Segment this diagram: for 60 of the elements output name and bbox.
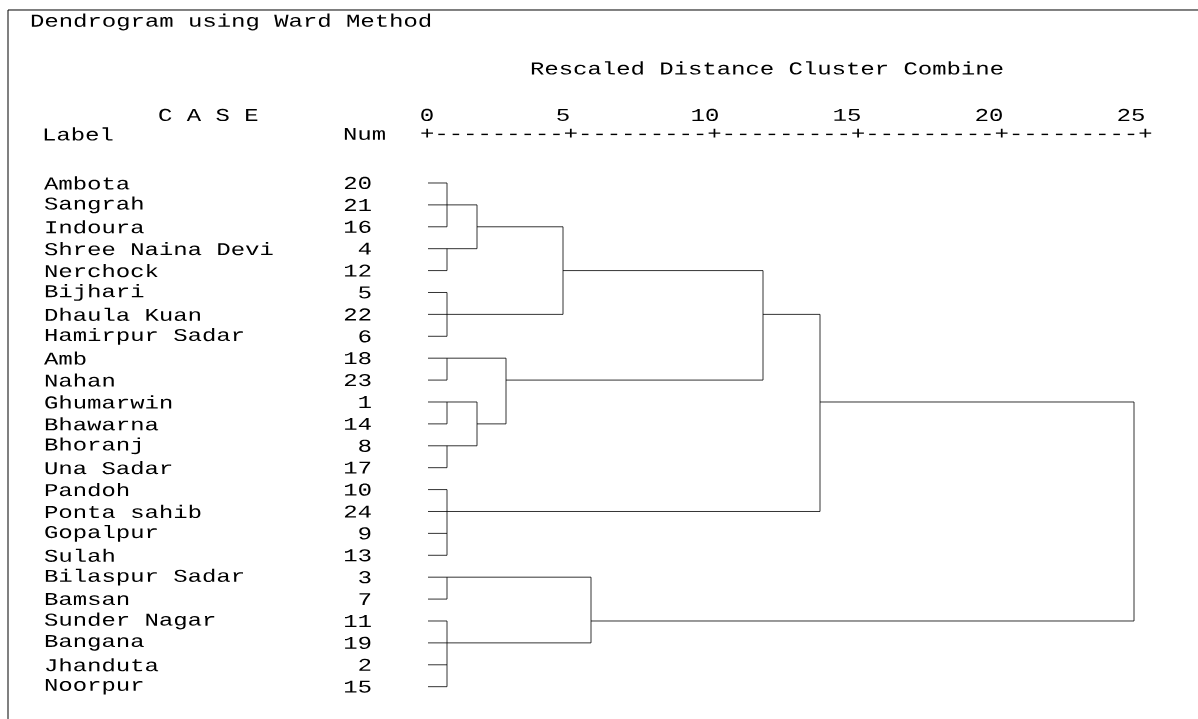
column-header: Num — [344, 127, 385, 140]
column-header: Label — [44, 127, 113, 141]
case-label: Nahan — [45, 373, 114, 387]
case-label: Pandoh — [45, 482, 129, 497]
tick-label: 15 — [834, 108, 860, 121]
case-label: Bamsan — [45, 593, 129, 606]
case-number: 3 — [359, 571, 371, 584]
case-label: Bangana — [45, 635, 144, 651]
case-number: 2 — [359, 658, 371, 671]
case-number: 8 — [359, 439, 371, 452]
case-label: Sangrah — [44, 196, 143, 214]
case-number: 22 — [344, 308, 371, 321]
case-number: 23 — [344, 373, 371, 387]
case-label: Ghumarwin — [45, 395, 172, 409]
case-label: Dhaula Kuan — [45, 307, 200, 321]
axis-title: Rescaled Distance Cluster Combine — [531, 61, 1003, 75]
case-label: Bhawarna — [45, 417, 159, 431]
case-label: Jhanduta — [46, 658, 159, 672]
tick-label: 10 — [692, 108, 718, 122]
case-label: Amb — [44, 351, 86, 365]
case-number: 21 — [344, 198, 371, 211]
case-number: 11 — [345, 615, 371, 627]
case-label: Bhoranj — [45, 437, 140, 455]
case-label: Noorpur — [45, 678, 143, 695]
case-number: 6 — [359, 330, 371, 343]
case-number: 9 — [359, 527, 371, 540]
case-number: 16 — [345, 220, 371, 233]
case-number: 1 — [359, 396, 371, 408]
case-label: Hamirpur Sadar — [45, 327, 243, 345]
case-number: 10 — [345, 483, 371, 496]
case-label: Una Sadar — [45, 461, 172, 475]
case-label: Bijhari — [45, 284, 144, 301]
case-number: 4 — [358, 242, 371, 255]
case-number: 14 — [345, 417, 371, 430]
axis-ruler: +---------+---------+---------+---------+---------+ — [421, 128, 1152, 138]
case-label: Sunder Nagar — [44, 612, 215, 630]
case-number: 19 — [345, 636, 371, 649]
tick-label: 5 — [557, 108, 569, 121]
case-number: 13 — [345, 549, 371, 562]
case-number: 20 — [344, 176, 371, 190]
case-number: 17 — [345, 461, 371, 474]
case-number: 7 — [359, 593, 371, 605]
case-number: 15 — [345, 680, 371, 693]
case-label: Ponta sahib — [45, 504, 201, 519]
case-label: Indoura — [46, 220, 144, 234]
case-number: 5 — [359, 286, 371, 299]
case-label: Ambota — [44, 176, 130, 190]
case-label: Gopalpur — [45, 525, 157, 542]
tick-label: 0 — [421, 108, 433, 122]
column-header: C A S E — [159, 108, 258, 122]
case-number: 12 — [345, 264, 371, 277]
tick-label: 20 — [976, 108, 1002, 122]
case-label: Nerchock — [45, 263, 158, 278]
case-number: 18 — [345, 352, 371, 365]
case-label: Sulah — [44, 548, 114, 562]
title: Dendrogram using Ward Method — [31, 13, 431, 31]
case-label: Bilaspur Sadar — [45, 568, 243, 586]
tick-label: 25 — [1118, 108, 1144, 122]
case-number: 24 — [344, 505, 371, 518]
case-label: Shree Naina Devi — [44, 242, 273, 256]
